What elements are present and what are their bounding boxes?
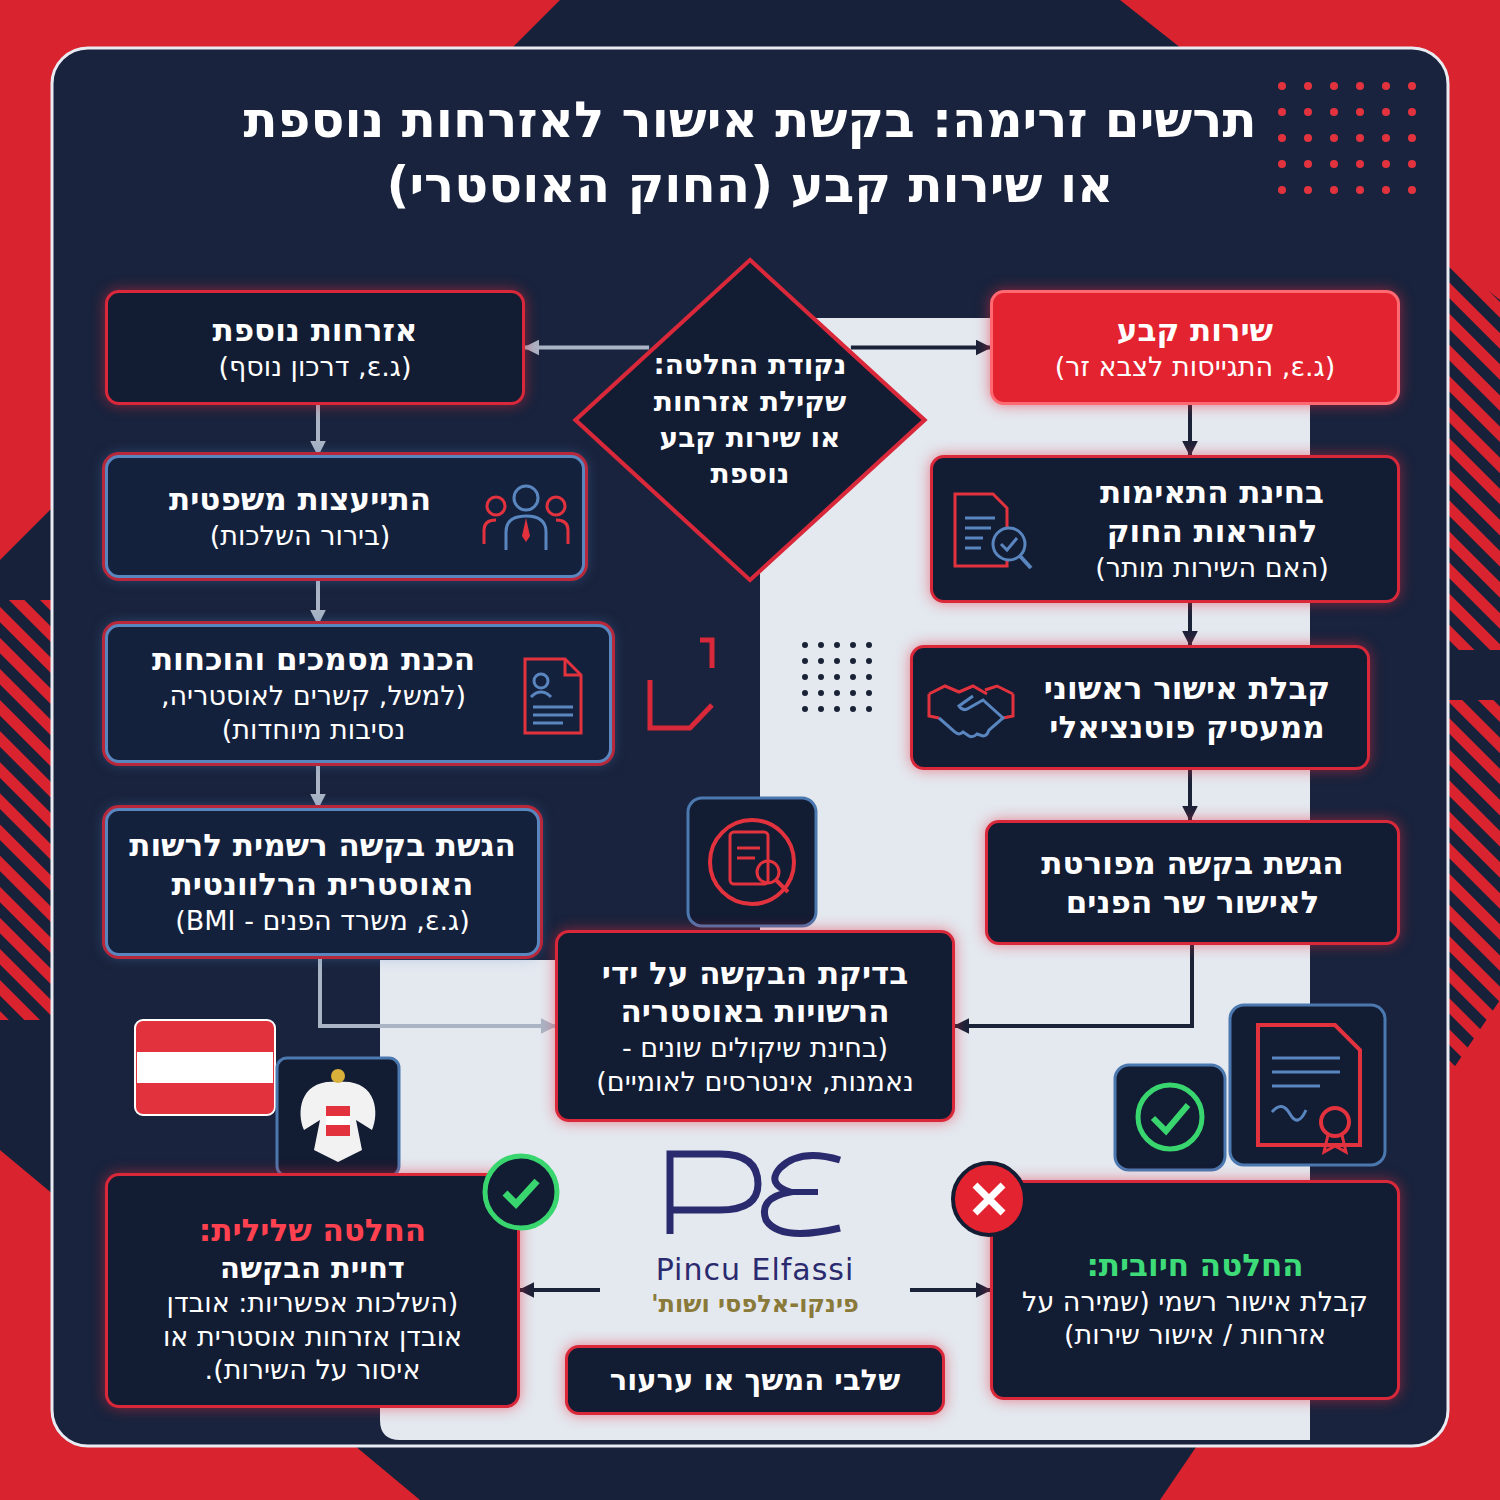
- node-text-group: Pincu Elfassiפינקו-אלפסי ושות': [606, 1251, 904, 1319]
- flow-arrow: [910, 1288, 990, 1292]
- node-text-group: הכנת מסמכים והוכחות(למשל, קשרים לאוסטריה…: [126, 640, 501, 746]
- node-icon: [925, 672, 1017, 742]
- node-body: קבלת אישור רשמי (שמירה על אזרחות / אישור…: [1017, 1285, 1373, 1353]
- node-heading: התייעצות משפטית: [126, 480, 474, 519]
- node-text-group: הגשת בקשה מפורטת לאישור שר הפנים: [1006, 844, 1379, 922]
- node-icon: [570, 255, 930, 585]
- node-body: (בחינת שיקולים שונים - נאמנות, אינטרסים …: [578, 1031, 932, 1099]
- node-heading: בדיקת הבקשה על ידי הרשויות באוסטריה: [578, 954, 932, 1032]
- node-heading: שלבי המשך או ערעור: [584, 1362, 926, 1398]
- process-box: אזרחות נוספת(ג.ε, דרכון נוסף): [105, 290, 525, 405]
- process-box: בחינת התאימות להוראות החוק(האם השירות מו…: [930, 455, 1400, 603]
- flow-arrow: [1188, 405, 1192, 455]
- node-body: (ג.ε, דרכון נוסף): [126, 350, 504, 384]
- node-text-group: החלטה חיובית:קבלת אישור רשמי (שמירה על א…: [1017, 1246, 1373, 1352]
- node-text-group: בדיקת הבקשה על ידי הרשויות באוסטריה(בחינ…: [578, 954, 932, 1099]
- node-body: (ג.ε, משרד הפנים - BMI): [126, 904, 519, 938]
- node-body: (ג.ε, התגייסות לצבא זר): [1011, 350, 1379, 384]
- node-text-group: בחינת התאימות להוראות החוק(האם השירות מו…: [1045, 473, 1379, 584]
- node-icon: [479, 1150, 563, 1234]
- node-heading: שירות קבע: [1011, 311, 1379, 350]
- node-body: (למשל, קשרים לאוסטריה, נסיבות מיוחדות): [126, 679, 501, 747]
- node-heading: Pincu Elfassi: [606, 1251, 904, 1289]
- node-body: דחיית הבקשה: [132, 1250, 493, 1286]
- node-body: (בירור השלכות): [126, 519, 474, 553]
- flow-arrow: [316, 578, 320, 624]
- flow-arrow: [1188, 770, 1192, 820]
- node-body: פינקו-אלפסי ושות': [606, 1289, 904, 1319]
- node-text-group: הגשת בקשה רשמית לרשות האוסטרית הרלוונטית…: [126, 826, 519, 937]
- node-text-group: שלבי המשך או ערעור: [584, 1362, 926, 1398]
- node-text-group: התייעצות משפטית(בירור השלכות): [126, 480, 474, 553]
- process-box: הגשת בקשה מפורטת לאישור שר הפנים: [985, 820, 1400, 945]
- node-icon: [947, 1157, 1031, 1241]
- flow-arrow: [520, 1288, 600, 1292]
- node-heading: בחינת התאימות להוראות החוק: [1045, 473, 1379, 551]
- outcome-box: החלטה שלילית:דחיית הבקשה(השלכות אפשריות:…: [105, 1173, 520, 1408]
- node-icon: [515, 653, 595, 739]
- node-icon: [640, 1146, 870, 1238]
- decision-diamond: נקודת החלטה: שקילת אזרחות או שירות קבע נ…: [570, 255, 930, 585]
- flow-arrow: [955, 945, 1192, 1026]
- node-body: (האם השירות מותר): [1045, 551, 1379, 585]
- flow-arrow: [320, 956, 555, 1026]
- flow-arrow: [525, 346, 649, 350]
- process-box: שירות קבע(ג.ε, התגייסות לצבא זר): [990, 290, 1400, 405]
- flow-arrow: [316, 763, 320, 808]
- flow-arrow: [851, 346, 990, 350]
- node-text-group: אזרחות נוספת(ג.ε, דרכון נוסף): [126, 311, 504, 384]
- node-heading: קבלת אישור ראשוני ממעסיק פוטנציאלי: [1025, 669, 1349, 747]
- node-heading: הגשת בקשה רשמית לרשות האוסטרית הרלוונטית: [126, 826, 519, 904]
- outcome-box: החלטה חיובית:קבלת אישור רשמי (שמירה על א…: [990, 1180, 1400, 1400]
- node-icon: [947, 488, 1037, 574]
- node-text-group: נקודת החלטה: שקילת אזרחות או שירות קבע נ…: [645, 347, 855, 493]
- node-heading: הכנת מסמכים והוכחות: [126, 640, 501, 679]
- flow-arrow: [316, 405, 320, 455]
- node-text-group: שירות קבע(ג.ε, התגייסות לצבא זר): [1011, 311, 1379, 384]
- node-heading: החלטה שלילית:: [132, 1211, 493, 1250]
- diagram-title: תרשים זרימה: בקשת אישור לאזרחות נוספת או…: [230, 88, 1270, 218]
- node-heading: נקודת החלטה: שקילת אזרחות או שירות קבע נ…: [645, 347, 855, 493]
- process-box: הכנת מסמכים והוכחות(למשל, קשרים לאוסטריה…: [105, 624, 612, 763]
- flow-arrow: [1188, 603, 1192, 645]
- node-icon: [480, 480, 572, 558]
- node-body: (השלכות אפשריות: אובדן אובדן אזרחות אוסט…: [132, 1286, 493, 1387]
- node-heading: הגשת בקשה מפורטת לאישור שר הפנים: [1006, 844, 1379, 922]
- process-box: התייעצות משפטית(בירור השלכות): [105, 455, 585, 578]
- logo: Pincu Elfassiפינקו-אלפסי ושות': [600, 1146, 910, 1338]
- node-text-group: קבלת אישור ראשוני ממעסיק פוטנציאלי: [1025, 669, 1349, 747]
- node-text-group: החלטה שלילית:דחיית הבקשה(השלכות אפשריות:…: [132, 1211, 493, 1387]
- process-box: הגשת בקשה רשמית לרשות האוסטרית הרלוונטית…: [105, 808, 540, 956]
- review-box: בדיקת הבקשה על ידי הרשויות באוסטריה(בחינ…: [555, 930, 955, 1122]
- process-box: שלבי המשך או ערעור: [565, 1345, 945, 1415]
- node-heading: החלטה חיובית:: [1017, 1246, 1373, 1285]
- node-heading: אזרחות נוספת: [126, 311, 504, 350]
- process-box: קבלת אישור ראשוני ממעסיק פוטנציאלי: [910, 645, 1370, 770]
